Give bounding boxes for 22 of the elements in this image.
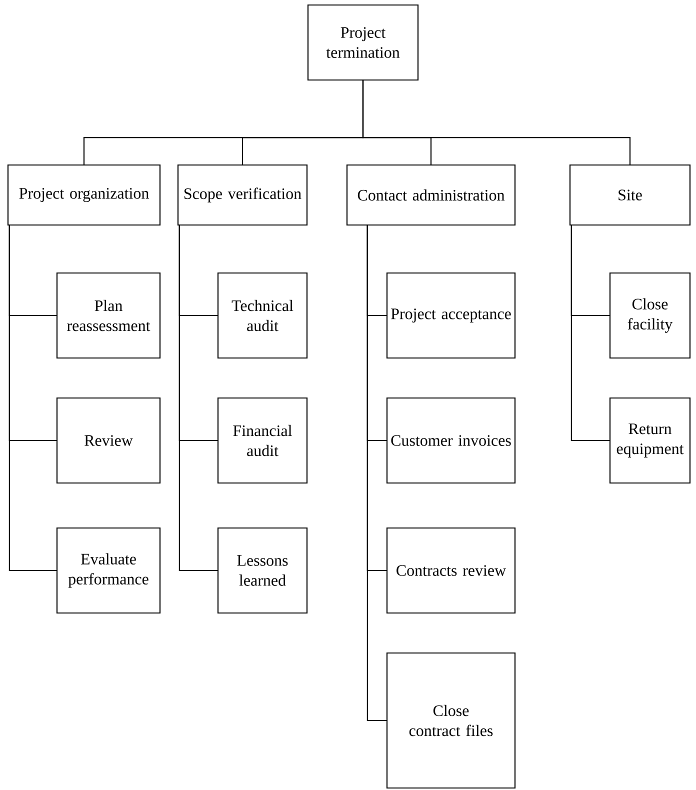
process-box: Close facility — [609, 272, 691, 359]
process-box: Scope verification — [177, 164, 308, 226]
process-box: Project acceptance — [386, 272, 516, 359]
process-box: Technical audit — [217, 272, 308, 359]
process-box: Return equipment — [609, 397, 691, 484]
process-box: Project organization — [7, 164, 161, 226]
process-box: Project termination — [307, 4, 419, 81]
process-box: Review — [56, 397, 161, 484]
connector-line — [366, 226, 386, 722]
process-box: Evaluate performance — [56, 527, 161, 614]
process-box: Lessons learned — [217, 527, 308, 614]
process-box: Plan reassessment — [56, 272, 161, 359]
process-box: Contracts review — [386, 527, 516, 614]
connector-line — [570, 226, 610, 442]
process-box: Contact administration — [346, 164, 516, 226]
process-box: Close contract files — [386, 652, 516, 789]
connector-line — [8, 226, 56, 572]
connector-line — [178, 226, 218, 572]
connector-line — [362, 80, 631, 164]
process-box: Customer invoices — [386, 397, 516, 484]
process-box: Site — [569, 164, 691, 226]
process-box: Financial audit — [217, 397, 308, 484]
